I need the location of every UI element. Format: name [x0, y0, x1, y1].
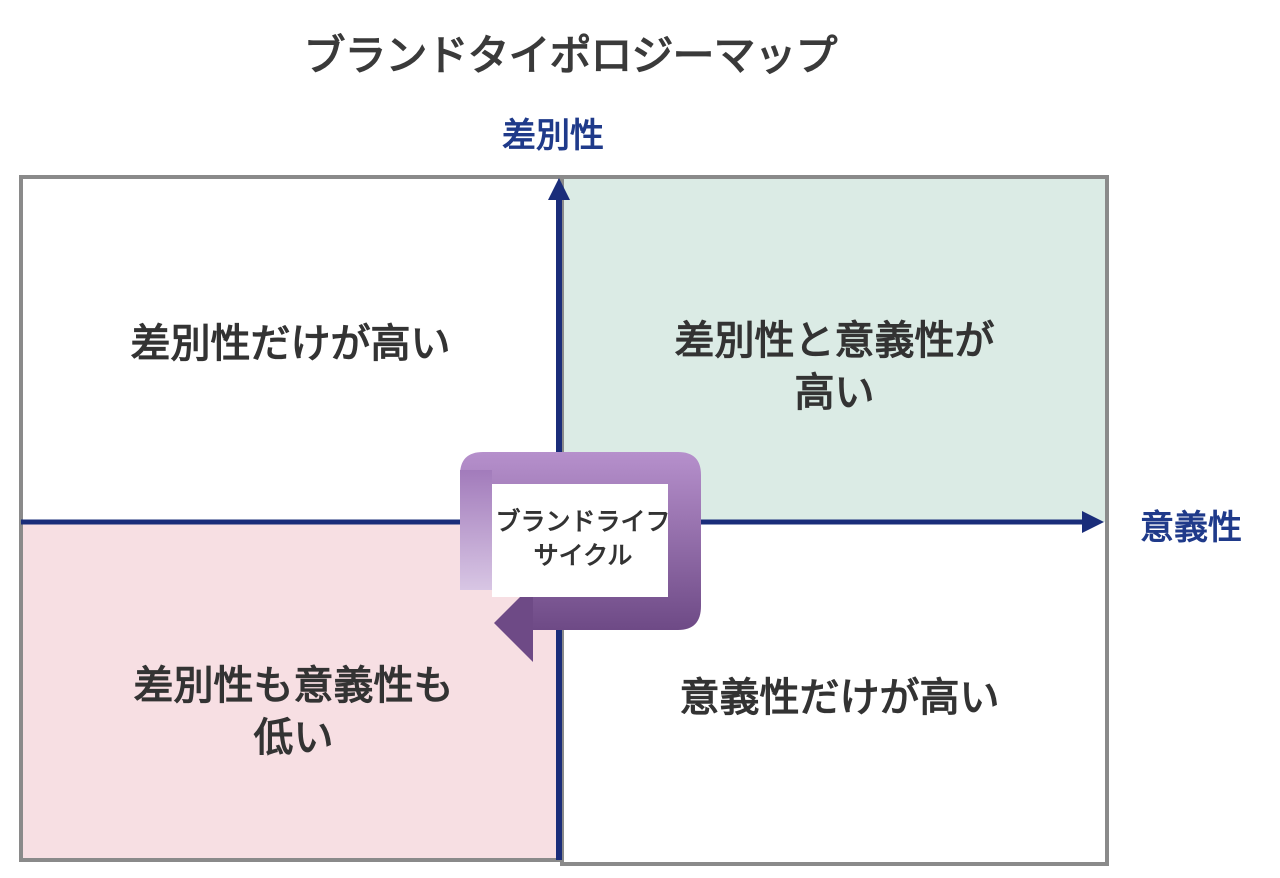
cycle-label: ブランドライフ サイクル — [488, 505, 678, 573]
cycle-band — [460, 452, 701, 630]
quadrant-label-top-right: 差別性と意義性が 高い — [674, 318, 995, 416]
cycle-label-line1: ブランドライフ — [495, 507, 671, 536]
cycle-inner-box — [492, 484, 668, 597]
x-axis-arrowhead — [1082, 511, 1104, 533]
quadrant-label-top-left: 差別性だけが高い — [130, 321, 451, 367]
quadrant-label-bottom-left: 差別性も意義性も 低い — [133, 663, 454, 761]
cycle-band-left — [460, 470, 492, 590]
x-axis-label: 意義性 — [1140, 508, 1242, 548]
cycle-label-line2: サイクル — [533, 540, 633, 570]
y-axis-arrowhead — [548, 178, 570, 200]
quadrant-label-bottom-right: 意義性だけが高い — [679, 675, 1000, 721]
diagram-title: ブランドタイポロジーマップ — [303, 31, 837, 80]
cycle-arrowhead — [494, 584, 533, 662]
cycle-loop — [460, 452, 701, 662]
y-axis-label: 差別性 — [502, 116, 604, 156]
